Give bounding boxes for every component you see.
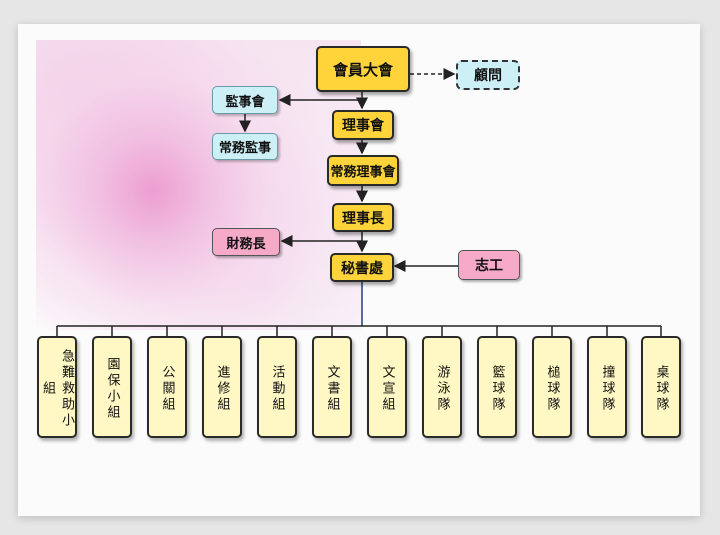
treasurer-box: 財務長 — [212, 228, 280, 256]
general-assembly-box: 會員大會 — [316, 46, 410, 92]
group-box-park-conservation: 園保小組 — [92, 336, 132, 438]
group-box-basketball-team: 籃球隊 — [477, 336, 517, 438]
board-of-directors-box: 理事會 — [332, 110, 394, 140]
group-box-public-relations: 公關組 — [147, 336, 187, 438]
standing-board-box: 常務理事會 — [327, 155, 399, 186]
secretariat-box: 秘書處 — [330, 253, 394, 282]
volunteers-box: 志工 — [458, 250, 520, 280]
group-box-billiards-team: 撞球隊 — [587, 336, 627, 438]
group-box-table-tennis-team: 桌球隊 — [641, 336, 681, 438]
supervisors-board-box: 監事會 — [212, 86, 278, 114]
group-box-emergency-relief: 急難救助小組 — [37, 336, 77, 438]
rose-background-image — [36, 40, 361, 330]
group-box-training: 進修組 — [202, 336, 242, 438]
group-box-activities: 活動組 — [257, 336, 297, 438]
standing-supervisor-box: 常務監事 — [212, 133, 278, 160]
group-box-publicity: 文宣組 — [367, 336, 407, 438]
group-box-gateball-team: 槌球隊 — [532, 336, 572, 438]
chairman-box: 理事長 — [332, 203, 394, 232]
group-box-swimming-team: 游泳隊 — [422, 336, 462, 438]
group-box-documents: 文書組 — [312, 336, 352, 438]
advisor-box: 顧問 — [456, 60, 520, 90]
